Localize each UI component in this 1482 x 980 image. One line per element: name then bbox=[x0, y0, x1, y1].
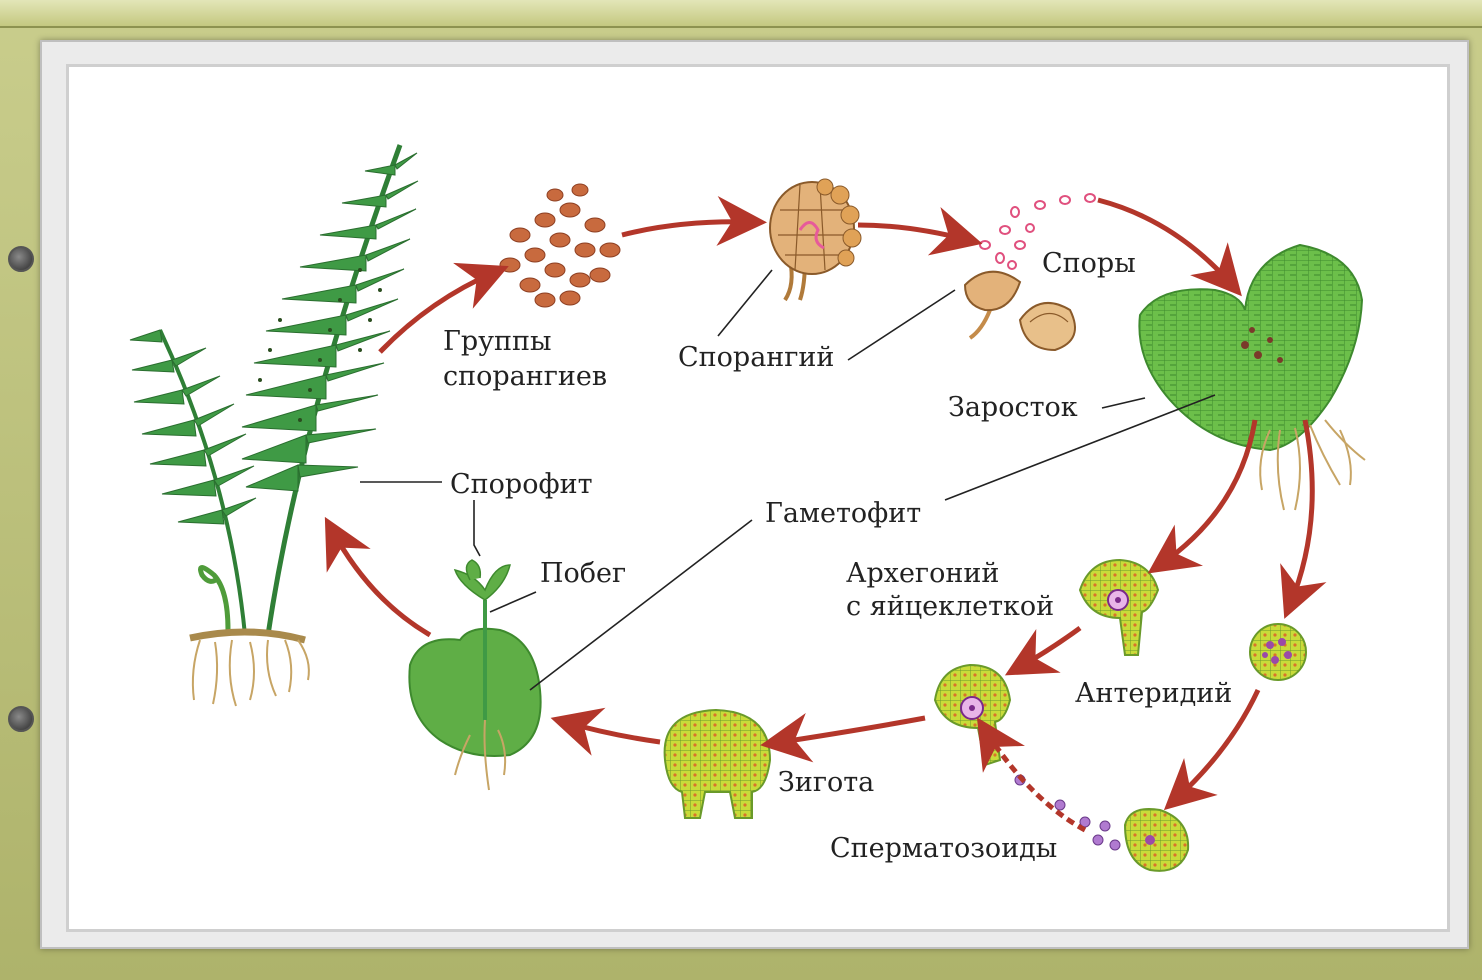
young-sporophyte-icon bbox=[409, 560, 540, 790]
label-spermatozoids: Сперматозоиды bbox=[830, 833, 1057, 864]
antheridium-release-icon bbox=[1125, 809, 1188, 871]
sporangia-group-icon bbox=[500, 184, 620, 307]
antheridium-icon bbox=[1250, 624, 1306, 680]
zygote-icon bbox=[665, 710, 770, 818]
sporophyte-fern-icon bbox=[130, 145, 418, 706]
label-antheridium: Антеридий bbox=[1075, 678, 1232, 709]
archegonium-icon bbox=[1080, 560, 1158, 655]
label-shoot: Побег bbox=[540, 558, 626, 589]
label-gametophyte: Гаметофит bbox=[765, 498, 921, 529]
label-archegonium-line2: с яйцеклеткой bbox=[846, 591, 1054, 622]
labels: Группы спорангиев Спорангий Споры Зарост… bbox=[443, 248, 1232, 864]
label-sporangium: Спорангий bbox=[678, 342, 834, 373]
label-spores: Споры bbox=[1042, 248, 1136, 279]
label-archegonium-line1: Архегоний bbox=[846, 558, 999, 589]
prothallus-icon bbox=[1139, 245, 1365, 510]
label-sporophyte: Спорофит bbox=[450, 469, 593, 500]
opened-sporangium-icon bbox=[965, 272, 1075, 350]
label-sporangia-groups-line1: Группы bbox=[443, 326, 552, 357]
label-sporangia-groups-line2: спорангиев bbox=[443, 361, 607, 392]
label-zygote: Зигота bbox=[778, 767, 874, 798]
label-prothallus: Заросток bbox=[948, 392, 1078, 423]
sporangium-icon bbox=[770, 179, 861, 300]
